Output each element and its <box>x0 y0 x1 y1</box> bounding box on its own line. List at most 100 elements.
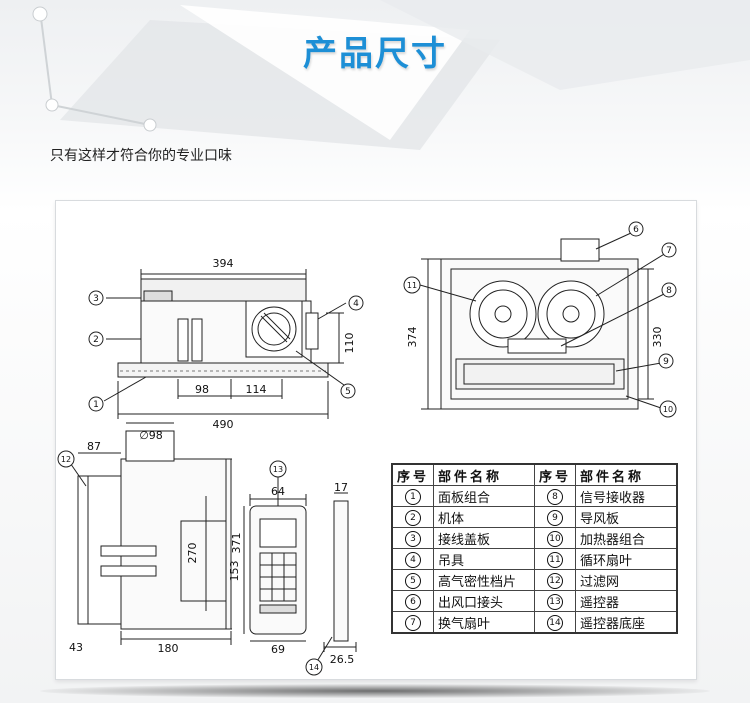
svg-text:5: 5 <box>345 387 351 397</box>
part-num: 3 <box>405 530 421 547</box>
dim-front-height: 110 <box>343 333 356 354</box>
part-name: 机体 <box>433 506 536 528</box>
svg-text:7: 7 <box>666 246 672 256</box>
part-num: 1 <box>405 488 421 505</box>
part-num: 9 <box>547 509 564 526</box>
table-row: 1 面板组合 8 信号接收器 <box>391 485 678 507</box>
parts-table-header: 序号 部件名称 序号 部件名称 <box>391 463 678 486</box>
dim-front-width-bottom: 490 <box>213 418 234 431</box>
dim-remote-height: 153 <box>228 561 241 582</box>
svg-text:8: 8 <box>666 286 672 296</box>
callouts: 1 2 3 4 5 6 7 8 9 10 11 12 13 14 <box>57 221 677 676</box>
part-num: 14 <box>547 614 564 631</box>
callout-14: 14 <box>305 658 323 676</box>
part-name: 高气密性档片 <box>433 569 536 591</box>
part-name: 接线盖板 <box>433 527 536 549</box>
dim-side-duct: ∅98 <box>139 429 163 442</box>
header-name-left: 部件名称 <box>433 463 536 486</box>
part-num: 12 <box>547 572 564 589</box>
page-subtitle: 只有这样才符合你的专业口味 <box>50 148 232 164</box>
header-num-right: 序号 <box>534 463 577 486</box>
top-view <box>419 232 667 410</box>
callout-3: 3 <box>88 290 104 306</box>
background-decoration <box>32 0 750 150</box>
dim-top-depth: 374 <box>406 327 419 348</box>
part-name: 导风板 <box>575 506 678 528</box>
table-row: 3 接线盖板 10 加热器组合 <box>391 527 678 549</box>
top-view-labels: 374 330 <box>406 327 664 348</box>
svg-text:14: 14 <box>309 663 319 672</box>
dimension-panel: 394 490 98 114 110 <box>55 200 697 680</box>
part-num: 5 <box>405 572 421 589</box>
dim-side-flange: 87 <box>87 440 101 453</box>
table-row: 5 高气密性档片 12 过滤网 <box>391 569 678 591</box>
svg-text:10: 10 <box>663 405 673 414</box>
callout-1: 1 <box>88 396 104 412</box>
side-view <box>65 422 232 645</box>
svg-text:2: 2 <box>93 335 99 345</box>
header-name-right: 部件名称 <box>575 463 678 486</box>
callout-8: 8 <box>661 282 677 298</box>
table-row: 7 换气扇叶 14 遥控器底座 <box>391 611 678 634</box>
dim-side-bottom: 180 <box>158 642 179 655</box>
part-name: 换气扇叶 <box>433 611 536 634</box>
dim-base-bottom: 26.5 <box>330 653 355 666</box>
part-name: 加热器组合 <box>575 527 678 549</box>
svg-text:4: 4 <box>353 299 359 309</box>
callout-10: 10 <box>659 400 677 418</box>
bottom-shadow <box>40 684 710 698</box>
part-num: 11 <box>547 551 564 568</box>
part-num: 2 <box>405 509 421 526</box>
page-title: 产品尺寸 <box>303 34 447 74</box>
callout-11: 11 <box>403 276 421 294</box>
svg-text:3: 3 <box>93 294 99 304</box>
part-name: 出风口接头 <box>433 590 536 612</box>
part-num: 10 <box>547 530 564 547</box>
part-num: 8 <box>547 488 564 505</box>
dimension-diagram: 394 490 98 114 110 <box>57 221 677 676</box>
svg-text:1: 1 <box>93 400 99 410</box>
part-name: 循环扇叶 <box>575 548 678 570</box>
callout-9: 9 <box>658 353 674 369</box>
header-num-left: 序号 <box>391 463 435 486</box>
dim-side-bottom-left: 43 <box>69 641 83 654</box>
svg-text:13: 13 <box>273 465 283 474</box>
dim-side-height-inner: 270 <box>186 543 199 564</box>
part-name: 信号接收器 <box>575 485 678 507</box>
remote-view-labels: 64 153 69 17 26.5 <box>228 481 354 666</box>
dim-remote-width: 64 <box>271 485 285 498</box>
svg-text:11: 11 <box>407 281 417 290</box>
callout-4: 4 <box>348 295 364 311</box>
dim-base-width: 17 <box>334 481 348 494</box>
dim-front-right-seg: 114 <box>246 383 267 396</box>
side-view-labels: 87 ∅98 270 371 43 180 <box>69 429 243 655</box>
parts-table: 序号 部件名称 序号 部件名称 1 面板组合 8 信号接收器 2 机体 9 导风… <box>391 463 679 634</box>
part-name: 过滤网 <box>575 569 678 591</box>
callout-12: 12 <box>57 450 75 468</box>
dim-remote-bottom: 69 <box>271 643 285 656</box>
part-num: 4 <box>405 551 421 568</box>
callout-13: 13 <box>269 460 287 478</box>
part-name: 遥控器 <box>575 590 678 612</box>
part-name: 遥控器底座 <box>575 611 678 634</box>
part-name: 面板组合 <box>433 485 536 507</box>
callout-7: 7 <box>661 242 677 258</box>
part-num: 13 <box>547 593 564 610</box>
table-row: 4 吊具 11 循环扇叶 <box>391 548 678 570</box>
front-view <box>103 269 347 419</box>
part-name: 吊具 <box>433 548 536 570</box>
svg-text:9: 9 <box>663 357 669 367</box>
svg-text:6: 6 <box>633 225 639 235</box>
callout-6: 6 <box>628 221 644 237</box>
callout-2: 2 <box>88 331 104 347</box>
table-row: 6 出风口接头 13 遥控器 <box>391 590 678 612</box>
table-row: 2 机体 9 导风板 <box>391 506 678 528</box>
part-num: 6 <box>405 593 421 610</box>
part-num: 7 <box>405 614 421 631</box>
svg-text:12: 12 <box>61 455 71 464</box>
dim-front-left-seg: 98 <box>195 383 209 396</box>
remote-view <box>243 469 357 664</box>
callout-5: 5 <box>340 383 356 399</box>
dim-top-inner: 330 <box>651 327 664 348</box>
dim-side-height-total: 371 <box>230 533 243 554</box>
